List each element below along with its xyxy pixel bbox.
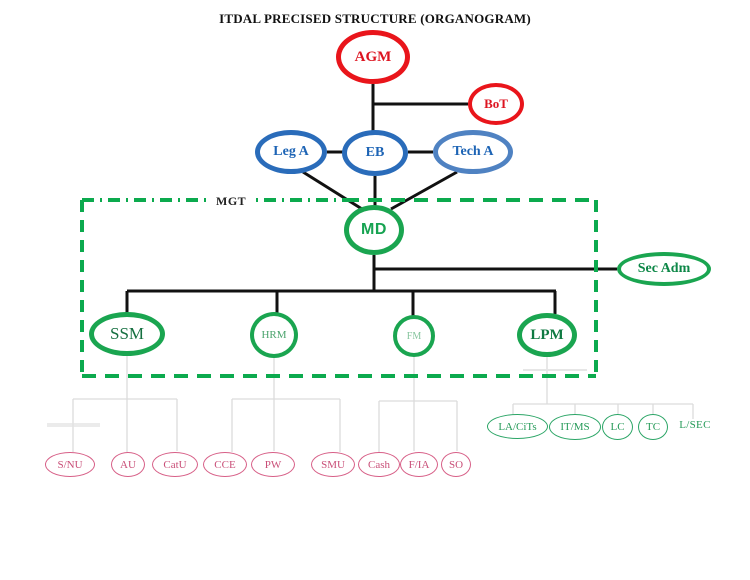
node-lpm: LPM [517,313,577,357]
node-lc: LC [602,414,633,440]
node-so: SO [441,452,471,477]
node-ssm: SSM [89,312,165,356]
node-s-nu: S/NU [45,452,95,477]
node-la-cits: LA/CiTs [487,414,548,439]
node-cce: CCE [203,452,247,477]
node-it-ms: IT/MS [549,414,601,440]
node-fm: FM [393,315,435,357]
node-bot: BoT [468,83,524,125]
node-eb: EB [342,130,408,176]
node-au: AU [111,452,145,477]
node-sec-adm: Sec Adm [617,252,711,286]
page-title: ITDAL PRECISED STRUCTURE (ORGANOGRAM) [219,11,531,26]
node-pw: PW [251,452,295,477]
node-tech-a: Tech A [433,130,513,174]
node-leg-a: Leg A [255,130,327,174]
node-f-ia: F/IA [400,452,438,477]
node-tc: TC [638,414,668,440]
node-md: MD [344,205,404,255]
mgt-box-label: MGT [211,194,252,209]
node-hrm: HRM [250,312,298,358]
node-catu: CatU [152,452,198,477]
node-smu: SMU [311,452,355,477]
node-agm: AGM [336,30,410,84]
node-cash: Cash [358,452,400,477]
node-l-sec: L/SEC [679,419,711,431]
